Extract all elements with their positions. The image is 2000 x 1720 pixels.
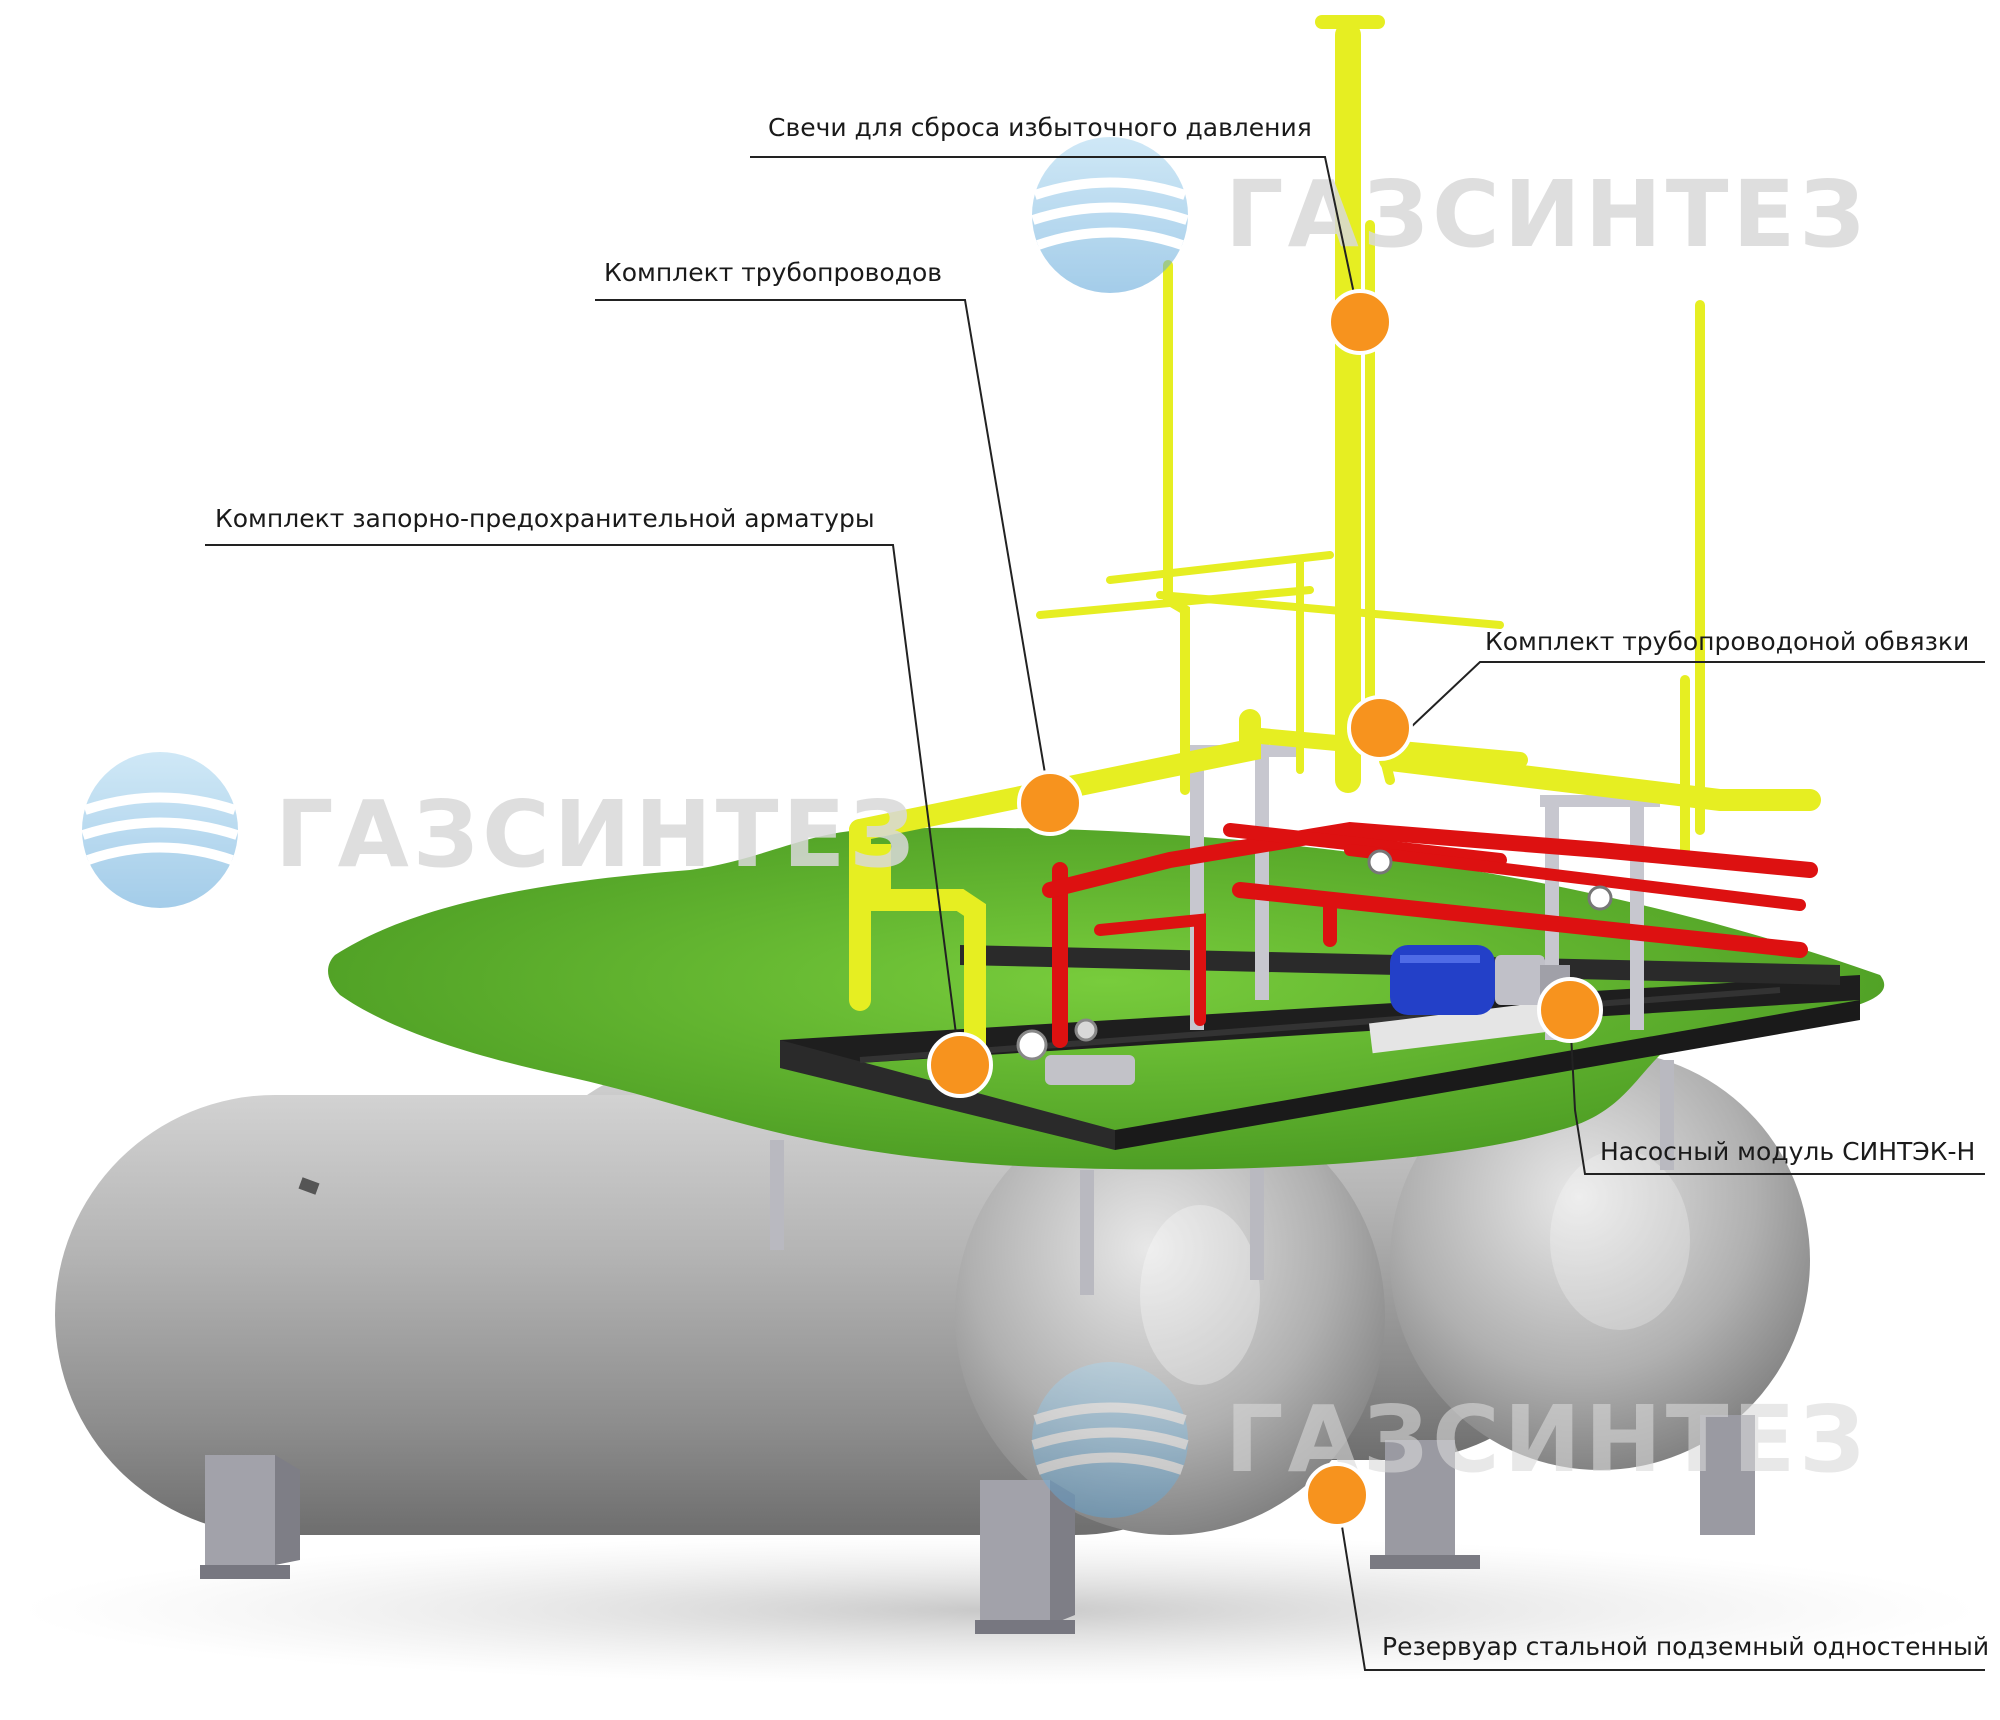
watermark-logo-top [1031, 137, 1189, 293]
leader-pump [1569, 1014, 1985, 1175]
watermark-text-top: ГАЗСИНТЕЗ [1225, 161, 1869, 268]
leader-tank [1336, 1494, 1985, 1671]
callout-label-candles: Свечи для сброса избыточного давления [768, 113, 1312, 142]
marker-pump [1537, 977, 1603, 1043]
marker-piping [1347, 695, 1413, 761]
watermark-text-middle: ГАЗСИНТЕЗ [275, 781, 919, 888]
leader-piping [1409, 661, 1985, 729]
front-tank [55, 1095, 1385, 1634]
marker-tank [1304, 1462, 1370, 1528]
leader-pipelines [595, 299, 1051, 804]
liquid-pipes [1042, 821, 1818, 1048]
leader-candles [750, 156, 1361, 323]
watermark-logo-bottom [1031, 1362, 1189, 1518]
gas-pipes [849, 15, 1821, 1061]
callout-label-pipelines: Комплект трубопроводов [604, 258, 943, 287]
watermark-logo-middle [81, 752, 239, 908]
valve-cluster [1016, 849, 1613, 1085]
support-posts [770, 1060, 1674, 1295]
callout-label-piping: Комплект трубопроводоной обвязки [1485, 627, 1970, 656]
marker-valves [927, 1032, 993, 1098]
marker-candles [1327, 289, 1393, 355]
callout-label-tank: Резервуар стальной подземный одностенный [1382, 1632, 1990, 1661]
callout-label-valves: Комплект запорно-предохранительной армат… [215, 504, 875, 533]
marker-pipelines [1017, 770, 1083, 836]
leader-valves [205, 544, 961, 1066]
callout-label-pump: Насосный модуль СИНТЭК-Н [1600, 1137, 1976, 1166]
